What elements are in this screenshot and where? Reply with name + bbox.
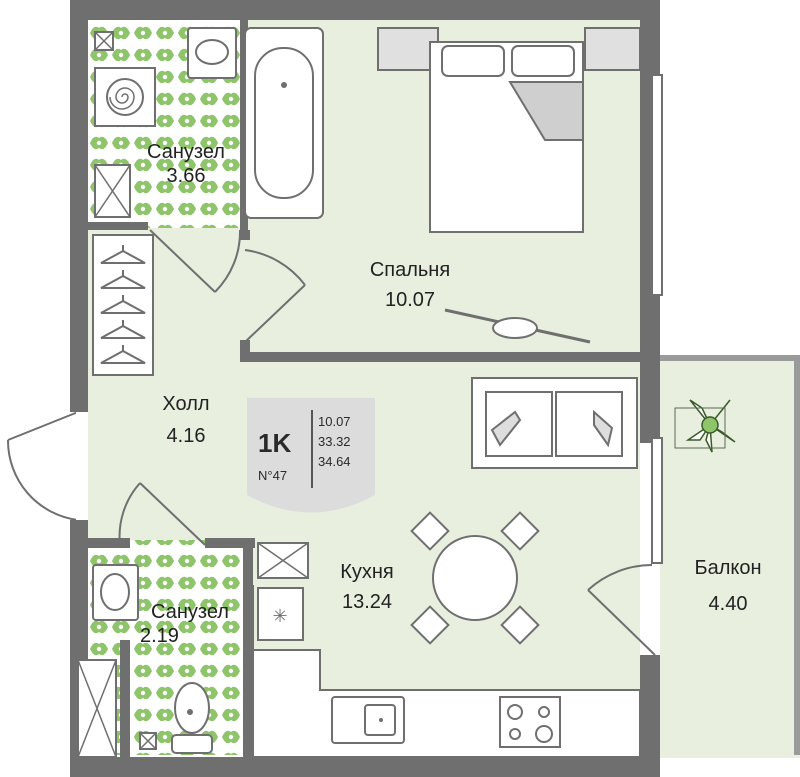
bedroom-furniture — [377, 27, 641, 344]
room-area: 3.66 — [166, 165, 206, 187]
bedroom-label: Спальня 10.07 — [350, 258, 470, 312]
hanger-icon — [100, 245, 146, 364]
room-name: Санузел — [151, 601, 229, 623]
wardrobe — [92, 234, 154, 376]
room-area: 4.16 — [166, 425, 206, 447]
room-area: 4.40 — [708, 593, 748, 615]
apartment-badge — [247, 398, 375, 513]
total-area: 33.32 — [318, 434, 351, 449]
toilet-icon — [171, 682, 213, 754]
plant-icon — [674, 399, 736, 453]
balcony-label: Балкон 4.40 — [676, 556, 780, 616]
badge-areas: 10.07 33.32 34.64 — [318, 412, 351, 472]
dining-table-icon — [410, 511, 540, 645]
bathroom-2-label: Санузел 2.19 — [132, 600, 248, 648]
bathroom-1-label: Санузел 3.66 — [128, 140, 244, 188]
bathroom-1-fixtures — [94, 27, 324, 219]
room-name: Балкон — [694, 557, 762, 579]
balcony-door — [587, 564, 656, 656]
room-area: 2.19 — [140, 625, 179, 647]
apartment-type: 1K — [258, 428, 292, 458]
doors — [6, 229, 656, 656]
svg-text:✳: ✳ — [272, 606, 287, 627]
room-name: Холл — [162, 393, 210, 415]
area-with-balcony: 34.64 — [318, 454, 351, 469]
entrance-door — [6, 411, 79, 521]
room-name: Санузел — [147, 141, 225, 163]
kitchen-counter: ✳ — [252, 542, 641, 758]
windows — [651, 74, 663, 564]
hall-label: Холл 4.16 — [140, 392, 232, 448]
bathroom-1-door — [149, 229, 242, 293]
apartment-number: N°47 — [258, 468, 288, 483]
bedroom-door — [244, 249, 306, 343]
bathroom-2-door — [118, 482, 206, 546]
room-name: Спальня — [369, 259, 451, 281]
kitchen-label: Кухня 13.24 — [320, 560, 414, 614]
room-name: Кухня — [340, 561, 394, 583]
room-area: 10.07 — [384, 289, 436, 311]
room-area: 13.24 — [341, 591, 393, 613]
sofa-icon — [471, 377, 638, 469]
balcony-floor — [660, 358, 800, 758]
living-area: 10.07 — [318, 414, 351, 429]
bathroom-2-fixtures — [77, 564, 213, 758]
